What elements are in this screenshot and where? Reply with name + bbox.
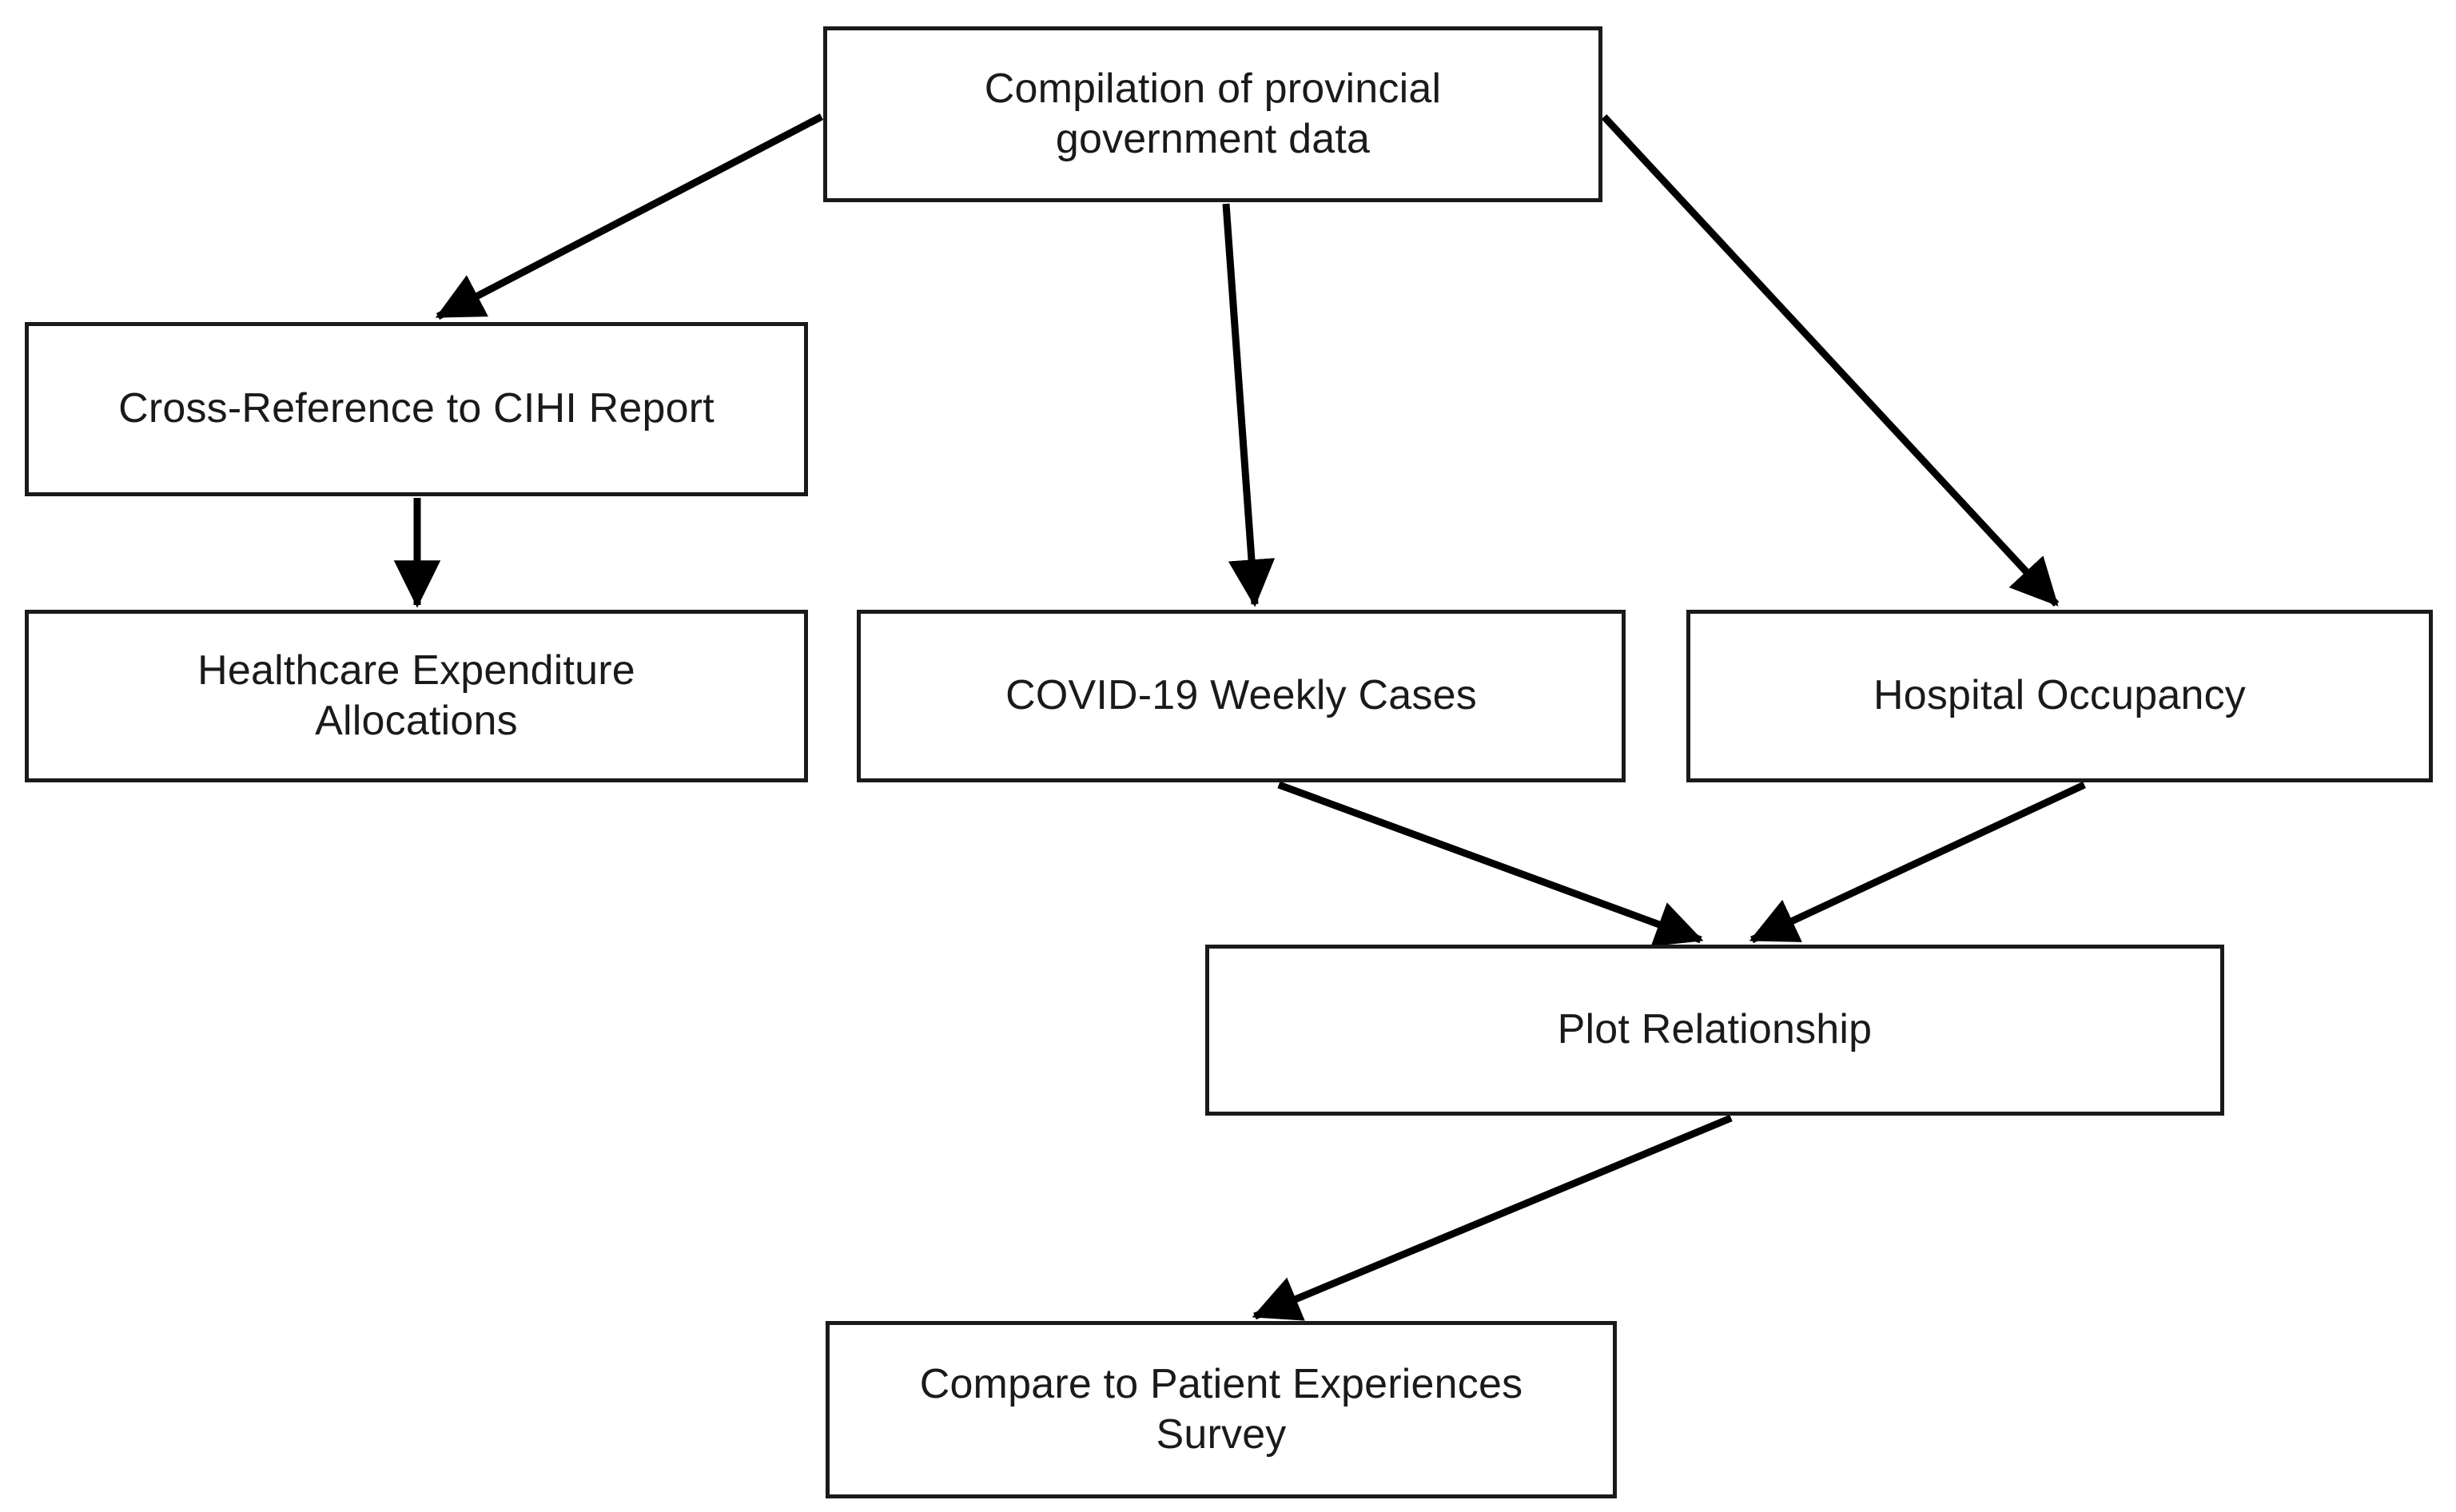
node-plot-relationship-label: Plot Relationship: [1557, 1006, 1873, 1053]
node-cross-reference-label: Cross-Reference to CIHI Report: [118, 385, 715, 432]
node-compilation-label: Compilation of provincial government dat…: [984, 65, 1442, 162]
edge-compilation-to-hospital-occupancy: [1601, 113, 2060, 607]
node-covid-cases-label: COVID-19 Weekly Cases: [1005, 672, 1477, 719]
edge-hospital-occupancy-to-plot-relationship: [1749, 781, 2086, 944]
node-covid-cases[interactable]: COVID-19 Weekly Cases: [857, 610, 1626, 782]
edge-plot-relationship-to-compare-survey: [1252, 1114, 1733, 1321]
edge-compilation-to-cross-reference: [435, 113, 824, 320]
node-compare-survey-label: Compare to Patient Experiences Survey: [919, 1360, 1523, 1458]
edge-covid-cases-to-plot-relationship: [1277, 781, 1704, 947]
node-compilation[interactable]: Compilation of provincial government dat…: [823, 26, 1602, 202]
node-hospital-occupancy-label: Hospital Occupancy: [1873, 672, 2247, 719]
node-cross-reference[interactable]: Cross-Reference to CIHI Report: [25, 322, 808, 496]
node-healthcare-expenditure-label: Healthcare Expenditure Allocations: [197, 647, 635, 744]
edge-compilation-to-covid-cases: [1222, 203, 1276, 607]
node-plot-relationship[interactable]: Plot Relationship: [1205, 945, 2224, 1116]
node-compare-survey[interactable]: Compare to Patient Experiences Survey: [826, 1321, 1617, 1498]
node-hospital-occupancy[interactable]: Hospital Occupancy: [1686, 610, 2433, 782]
node-healthcare-expenditure[interactable]: Healthcare Expenditure Allocations: [25, 610, 808, 782]
